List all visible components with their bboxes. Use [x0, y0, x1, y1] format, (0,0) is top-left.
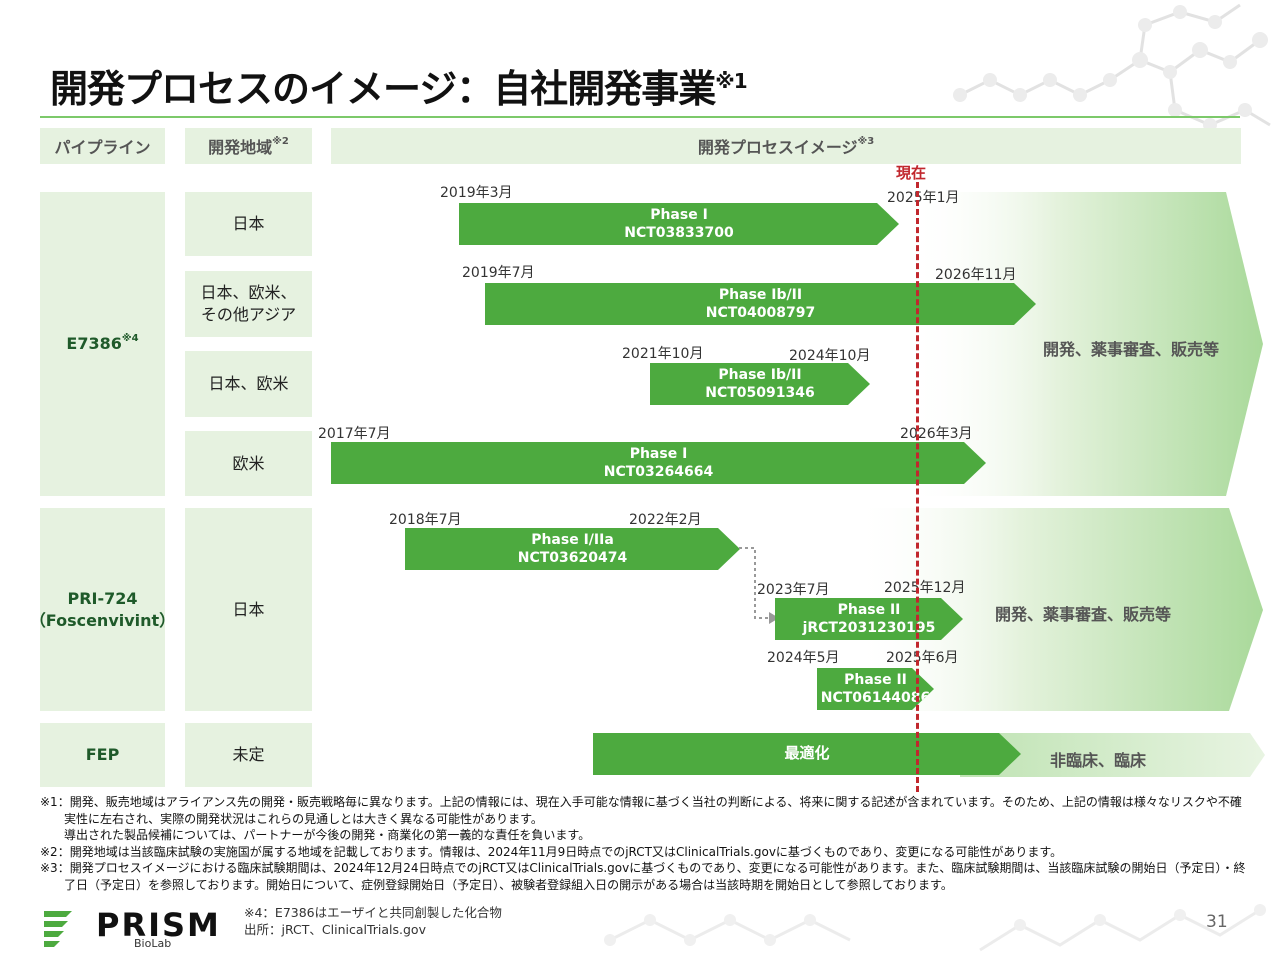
note-3: ※3：開発プロセスイメージにおける臨床試験期間は、2024年12月24日時点での…: [40, 861, 1246, 892]
date-end: 2025年6月: [886, 650, 959, 666]
date-start: 2017年7月: [318, 426, 391, 442]
region-us-eu: 欧米: [185, 431, 312, 496]
stage-label-e7386: 開発、薬事審査、販売等: [1043, 340, 1220, 359]
header-pipeline: パイプライン: [40, 128, 165, 164]
date-start: 2024年5月: [767, 650, 840, 666]
note-1: ※1：開発、販売地域はアライアンス先の開発・販売戦略毎に異なります。上記の情報に…: [40, 795, 1242, 826]
date-start: 2019年3月: [440, 185, 513, 201]
prism-logo-text: PRISM: [96, 906, 221, 944]
note-2: ※2：開発地域は当該臨床試験の実施国が属する地域を記載しております。情報は、20…: [40, 844, 1063, 859]
prism-logo-icon: [44, 911, 72, 947]
stage-label-pri724: 開発、薬事審査、販売等: [995, 605, 1172, 624]
date-start: 2019年7月: [462, 265, 535, 281]
date-start: 2018年7月: [389, 512, 462, 528]
footnotes: ※1：開発、販売地域はアライアンス先の開発・販売戦略毎に異なります。上記の情報に…: [40, 794, 1250, 893]
date-start: 2021年10月: [622, 346, 704, 362]
region-undecided: 未定: [185, 723, 312, 787]
date-end: 2025年1月: [887, 190, 960, 206]
pipeline-pri724: PRI-724 （Foscenvivint）: [30, 508, 175, 711]
pipeline-fep: FEP: [40, 723, 165, 787]
biolab-logo-text: BioLab: [134, 937, 172, 950]
bar-optimization: 最適化: [593, 733, 1021, 775]
stage-arrow-fep: [960, 733, 1265, 777]
stage-label-fep: 非臨床、臨床: [1050, 751, 1147, 770]
page-title: 開発プロセスのイメージ：自社開発事業※1: [50, 67, 748, 111]
region-japan-us-eu: 日本、欧米: [185, 351, 312, 417]
date-start: 2023年7月: [757, 582, 830, 598]
region-japan-1: 日本: [185, 192, 312, 256]
date-end: 2026年3月: [900, 426, 973, 442]
region-japan-2: 日本: [185, 508, 312, 711]
pipeline-e7386: E7386※4: [40, 192, 165, 496]
header-process: 開発プロセスイメージ※3: [331, 128, 1241, 164]
page-number: 31: [1206, 912, 1228, 932]
date-end: 2024年10月: [789, 348, 871, 364]
date-end: 2025年12月: [884, 580, 966, 596]
title-divider: [40, 116, 1240, 118]
region-japan-us-eu-asia: 日本、欧米、その他アジア: [185, 271, 312, 337]
date-end: 2022年2月: [629, 512, 702, 528]
date-end: 2026年11月: [935, 267, 1017, 283]
stage-arrow-e7386: [331, 192, 1263, 496]
source-notes: ※4：E7386はエーザイと共同創製した化合物 出所：jRCT、Clinical…: [244, 905, 502, 937]
header-region: 開発地域※2: [185, 128, 312, 164]
now-line: [916, 182, 919, 792]
note-1-continued: 導出された製品候補については、パートナーが今後の開発・商業化の第一義的な責任を負…: [64, 828, 591, 842]
now-label: 現在: [896, 164, 927, 182]
